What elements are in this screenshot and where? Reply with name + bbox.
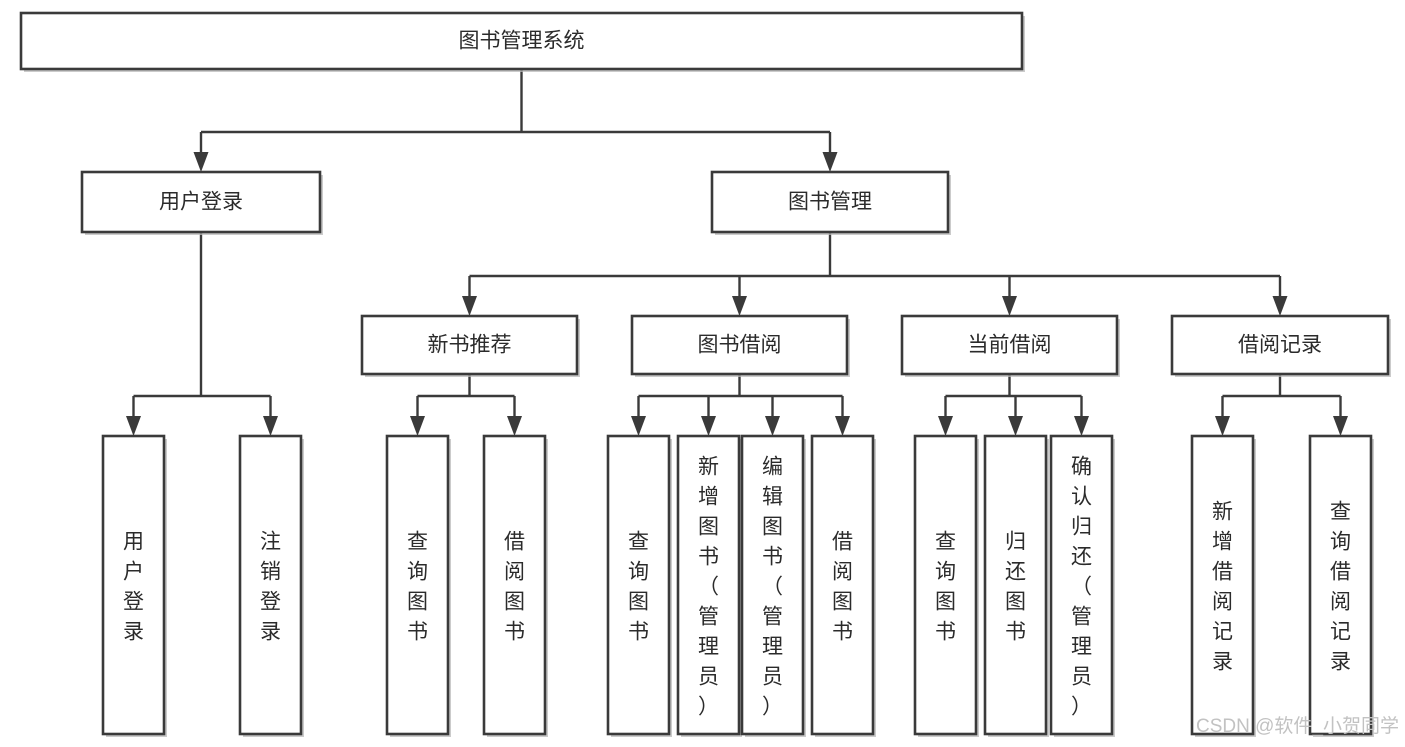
node-label: 确认归还（管理员） xyxy=(1071,455,1092,718)
node-leaf-logout[interactable]: 注销登录 xyxy=(238,434,304,737)
connector-arrowhead xyxy=(263,416,278,436)
connector-arrowhead xyxy=(507,416,522,436)
node-leaf-add-record[interactable]: 新增借阅记录 xyxy=(1190,434,1256,737)
node-current-borrow[interactable]: 当前借阅 xyxy=(900,314,1120,377)
node-box[interactable] xyxy=(1049,434,1114,736)
node-label: 用户登录 xyxy=(123,530,144,643)
node-box[interactable] xyxy=(1308,434,1373,736)
connector-arrowhead xyxy=(410,416,425,436)
connector-layer xyxy=(126,69,1348,436)
node-leaf-user-login[interactable]: 用户登录 xyxy=(101,434,167,737)
node-box[interactable] xyxy=(101,434,166,736)
node-leaf-borrow-book-1[interactable]: 借阅图书 xyxy=(482,434,548,737)
connector-arrowhead xyxy=(938,416,953,436)
node-box[interactable] xyxy=(676,434,741,736)
connector-arrowhead xyxy=(701,416,716,436)
node-label: 新增借阅记录 xyxy=(1212,500,1233,673)
node-box[interactable] xyxy=(1170,314,1390,376)
node-label: 图书管理系统 xyxy=(459,30,585,53)
node-leaf-query-book-3[interactable]: 查询图书 xyxy=(913,434,979,737)
connector-arrowhead xyxy=(193,152,209,172)
node-label: 用户登录 xyxy=(159,191,243,214)
node-box[interactable] xyxy=(983,434,1048,736)
connector-arrowhead xyxy=(765,416,780,436)
node-leaf-query-book-1[interactable]: 查询图书 xyxy=(385,434,451,737)
connector-arrowhead xyxy=(631,416,646,436)
node-label: 借阅记录 xyxy=(1238,334,1322,357)
node-box[interactable] xyxy=(740,434,805,736)
node-borrow-record[interactable]: 借阅记录 xyxy=(1170,314,1391,377)
connector-arrowhead xyxy=(1272,296,1288,316)
node-label: 新增图书（管理员） xyxy=(698,455,719,718)
node-label: 查询借阅记录 xyxy=(1330,500,1351,673)
node-label: 借阅图书 xyxy=(504,530,525,643)
node-leaf-edit-book[interactable]: 编辑图书（管理员） xyxy=(740,434,806,737)
node-root[interactable]: 图书管理系统 xyxy=(19,11,1025,72)
connector-arrowhead xyxy=(462,296,477,316)
node-leaf-confirm-return[interactable]: 确认归还（管理员） xyxy=(1049,434,1115,737)
connector-arrowhead xyxy=(822,152,838,172)
node-box[interactable] xyxy=(810,434,875,736)
node-label: 图书借阅 xyxy=(698,334,782,357)
node-book-borrow[interactable]: 图书借阅 xyxy=(630,314,850,377)
node-label: 查询图书 xyxy=(407,530,428,643)
connector-arrowhead xyxy=(1002,296,1017,316)
node-box[interactable] xyxy=(900,314,1119,376)
node-leaf-borrow-book-2[interactable]: 借阅图书 xyxy=(810,434,876,737)
connector-arrowhead xyxy=(1008,416,1023,436)
node-user-login[interactable]: 用户登录 xyxy=(80,170,323,235)
node-box[interactable] xyxy=(630,314,849,376)
node-box[interactable] xyxy=(482,434,547,736)
node-label: 编辑图书（管理员） xyxy=(762,455,783,718)
node-label: 借阅图书 xyxy=(832,530,853,643)
node-box[interactable] xyxy=(360,314,579,376)
node-box[interactable] xyxy=(19,11,1024,71)
node-leaf-query-record[interactable]: 查询借阅记录 xyxy=(1308,434,1374,737)
node-label: 新书推荐 xyxy=(428,334,512,357)
node-box[interactable] xyxy=(913,434,978,736)
node-box[interactable] xyxy=(1190,434,1255,736)
node-label: 图书管理 xyxy=(788,191,872,214)
connector-arrowhead xyxy=(835,416,850,436)
connector-arrowhead xyxy=(126,416,141,436)
node-book-manage[interactable]: 图书管理 xyxy=(710,170,951,235)
node-label: 注销登录 xyxy=(260,530,281,643)
node-layer: 图书管理系统用户登录图书管理新书推荐图书借阅当前借阅借阅记录用户登录注销登录查询… xyxy=(19,11,1391,737)
node-box[interactable] xyxy=(238,434,303,736)
node-label: 归还图书 xyxy=(1005,530,1026,643)
node-box[interactable] xyxy=(80,170,322,234)
node-label: 查询图书 xyxy=(628,530,649,643)
connector-arrowhead xyxy=(1215,416,1230,436)
connector-arrowhead xyxy=(732,296,747,316)
node-leaf-return-book[interactable]: 归还图书 xyxy=(983,434,1049,737)
connector-arrowhead xyxy=(1333,416,1348,436)
node-new-book-rec[interactable]: 新书推荐 xyxy=(360,314,580,377)
node-leaf-add-book[interactable]: 新增图书（管理员） xyxy=(676,434,742,737)
node-leaf-query-book-2[interactable]: 查询图书 xyxy=(606,434,672,737)
node-box[interactable] xyxy=(710,170,950,234)
node-box[interactable] xyxy=(606,434,671,736)
connector-arrowhead xyxy=(1074,416,1089,436)
node-label: 查询图书 xyxy=(935,530,956,643)
node-label: 当前借阅 xyxy=(968,334,1052,357)
csdn-watermark: CSDN @软件_小贺同学 xyxy=(1196,715,1399,737)
node-box[interactable] xyxy=(385,434,450,736)
